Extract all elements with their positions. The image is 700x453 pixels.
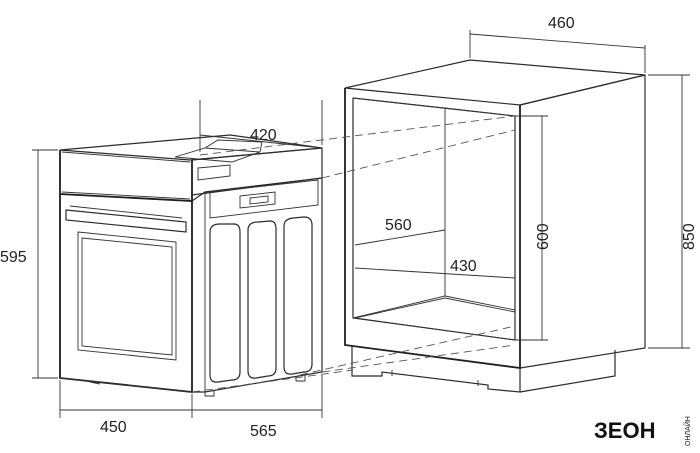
dim-oven-front-width: 450 — [100, 419, 127, 436]
dim-niche-depth: 560 — [385, 217, 412, 234]
brand-logo: ЗЕОН ОНЛАЙН — [594, 416, 692, 446]
dim-cabinet-width: 460 — [548, 15, 575, 32]
dim-oven-depth: 420 — [250, 127, 277, 144]
dim-oven-height: 595 — [0, 249, 27, 266]
cabinet-drawing — [344, 59, 646, 393]
brand-logo-sub: ОНЛАЙН — [683, 416, 692, 446]
dimension-lines — [32, 30, 690, 418]
brand-logo-text: ЗЕОН — [594, 418, 655, 443]
oven-drawing — [59, 134, 323, 397]
projection-lines — [191, 115, 516, 393]
dim-oven-total-depth: 565 — [250, 423, 277, 440]
dim-niche-inner-depth: 430 — [450, 258, 477, 275]
dim-niche-height: 600 — [535, 223, 552, 250]
dim-cabinet-height: 850 — [681, 223, 698, 250]
